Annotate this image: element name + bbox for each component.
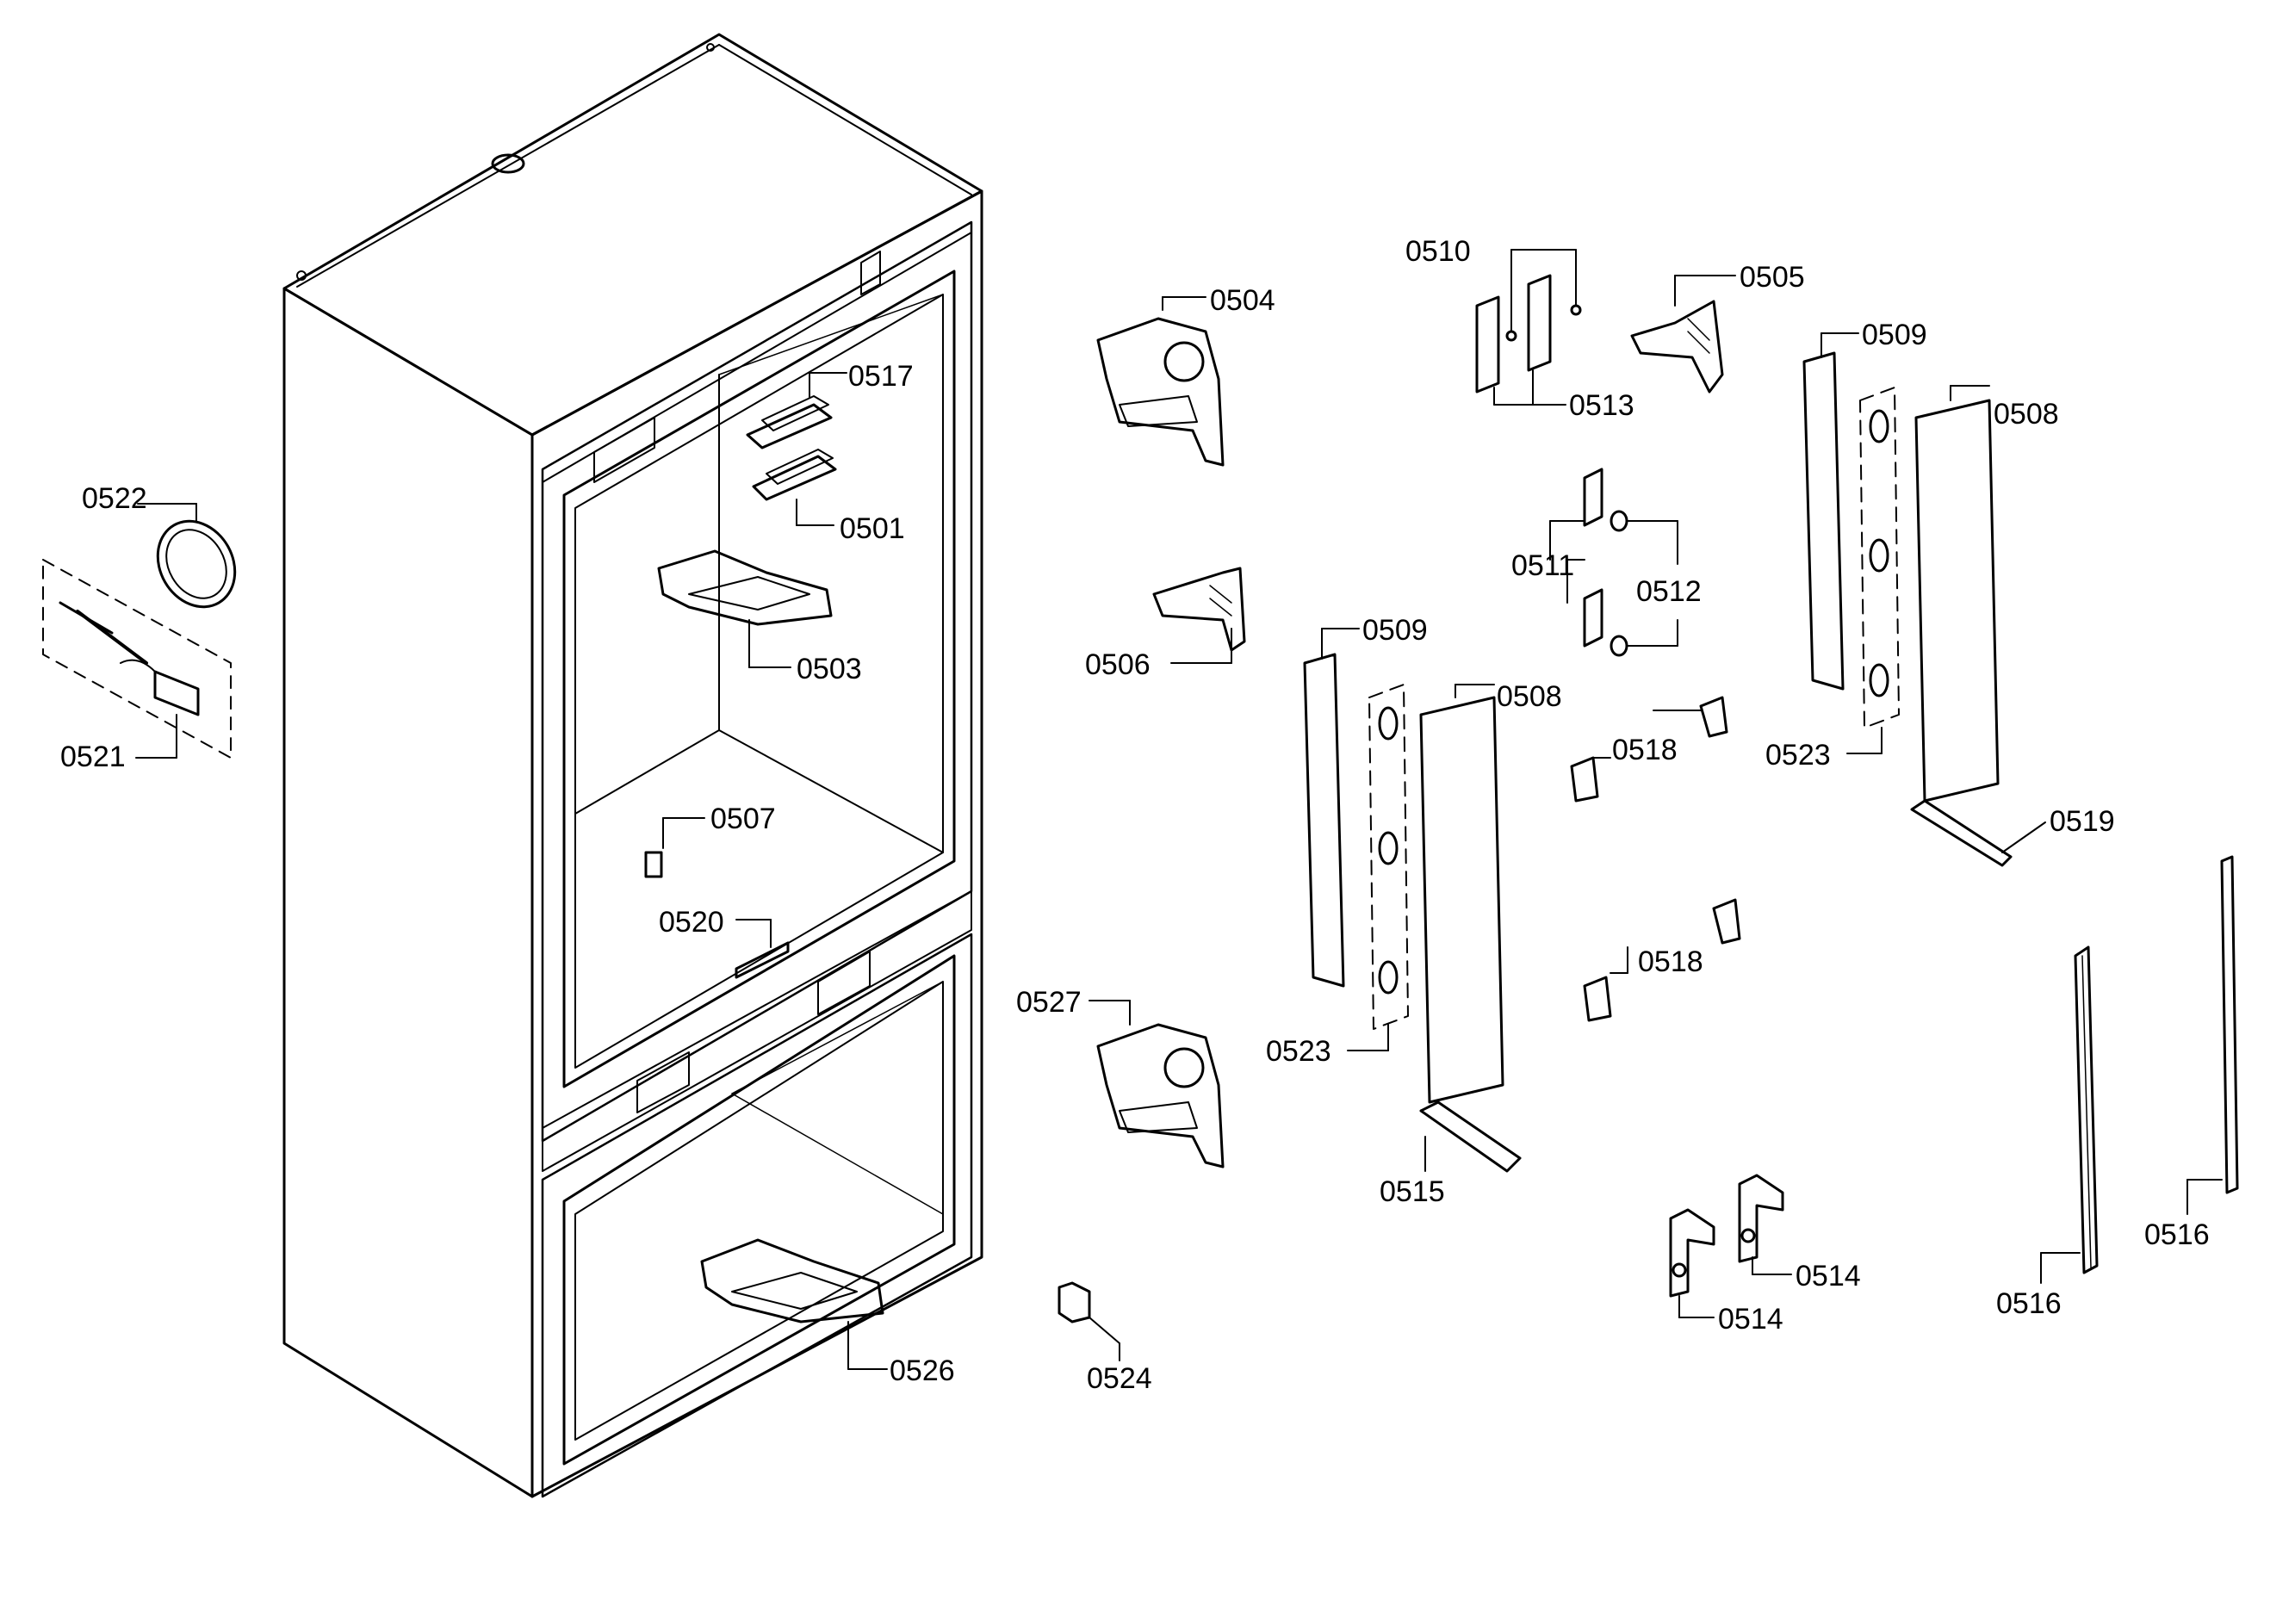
- part-0523-rail-right: [1846, 387, 1900, 754]
- callout-0527: 0527: [1016, 986, 1082, 1019]
- part-0517-plate: [746, 372, 847, 449]
- part-0501-plate: [752, 449, 837, 526]
- part-0515-strip: [1419, 1100, 1522, 1173]
- callout-0518-a: 0518: [1612, 734, 1678, 766]
- part-0524-clip: [1058, 1281, 1120, 1361]
- callout-0514-a: 0514: [1718, 1303, 1783, 1336]
- part-0516-strip-left: [2040, 945, 2099, 1284]
- callout-0516-b: 0516: [2144, 1218, 2210, 1251]
- callout-0513: 0513: [1569, 389, 1634, 422]
- callout-0508-b: 0508: [1994, 398, 2059, 431]
- part-0506-bracket: [1152, 567, 1246, 664]
- callout-0517: 0517: [848, 360, 914, 393]
- part-0521-kit: [42, 559, 232, 759]
- callout-0519: 0519: [2050, 805, 2115, 838]
- callout-0523-a: 0523: [1266, 1035, 1331, 1068]
- callout-0524: 0524: [1087, 1362, 1152, 1395]
- callout-0501: 0501: [840, 512, 905, 545]
- callout-0516-a: 0516: [1996, 1287, 2062, 1320]
- part-0527-hinge: [1089, 1000, 1225, 1168]
- callout-0520: 0520: [659, 906, 724, 939]
- refrigerator-cabinet: [282, 33, 983, 1498]
- part-0508-panel-left: [1419, 684, 1504, 1104]
- part-0505-bracket: [1630, 275, 1736, 394]
- part-0522-ring: [137, 503, 237, 609]
- part-0523-rail-left: [1347, 684, 1409, 1051]
- callout-0514-b: 0514: [1796, 1260, 1861, 1292]
- part-0510-screws: [1505, 249, 1582, 342]
- callout-0510: 0510: [1405, 235, 1471, 268]
- callout-0512: 0512: [1636, 575, 1702, 608]
- part-0516-strip-right: [2186, 855, 2239, 1215]
- callout-0503: 0503: [797, 653, 862, 685]
- callout-0515: 0515: [1380, 1175, 1445, 1208]
- callout-0507: 0507: [710, 803, 776, 835]
- callout-0511: 0511: [1511, 549, 1574, 582]
- callout-0509-b: 0509: [1862, 319, 1927, 351]
- callout-0526: 0526: [890, 1354, 955, 1387]
- part-0518-catch-upper: [1570, 696, 1728, 803]
- part-0514-bracket-left: [1669, 1208, 1715, 1318]
- part-0526-hinge: [700, 1238, 888, 1370]
- part-callouts: 0522 0521 0517 0501 0503 0507 0520 0526 …: [60, 235, 2210, 1395]
- callout-0505: 0505: [1740, 261, 1805, 294]
- callout-0508-a: 0508: [1497, 680, 1562, 713]
- part-0509-trim-left: [1303, 628, 1360, 988]
- part-0508-panel-right: [1914, 385, 2000, 803]
- callout-0518-b: 0518: [1638, 945, 1703, 978]
- part-0507-switch: [644, 817, 705, 878]
- part-0518-catch-lower: [1583, 898, 1741, 1022]
- part-0511-clips: [1549, 468, 1603, 648]
- callout-0521: 0521: [60, 741, 126, 773]
- callout-0504: 0504: [1210, 284, 1275, 317]
- part-0509-trim-right: [1802, 332, 1859, 691]
- part-0503-hinge: [657, 549, 833, 668]
- part-0514-bracket-right: [1738, 1174, 1792, 1275]
- callout-0523-b: 0523: [1765, 739, 1831, 772]
- part-0504-hinge: [1096, 296, 1225, 467]
- callout-0509-a: 0509: [1362, 614, 1428, 647]
- callout-0506: 0506: [1085, 648, 1151, 681]
- callout-0522: 0522: [82, 482, 147, 515]
- part-0519-bar: [1910, 799, 2046, 867]
- part-0513-plates: [1475, 274, 1566, 406]
- part-0512-caps: [1610, 510, 1678, 657]
- part-0520-latch: [735, 919, 790, 979]
